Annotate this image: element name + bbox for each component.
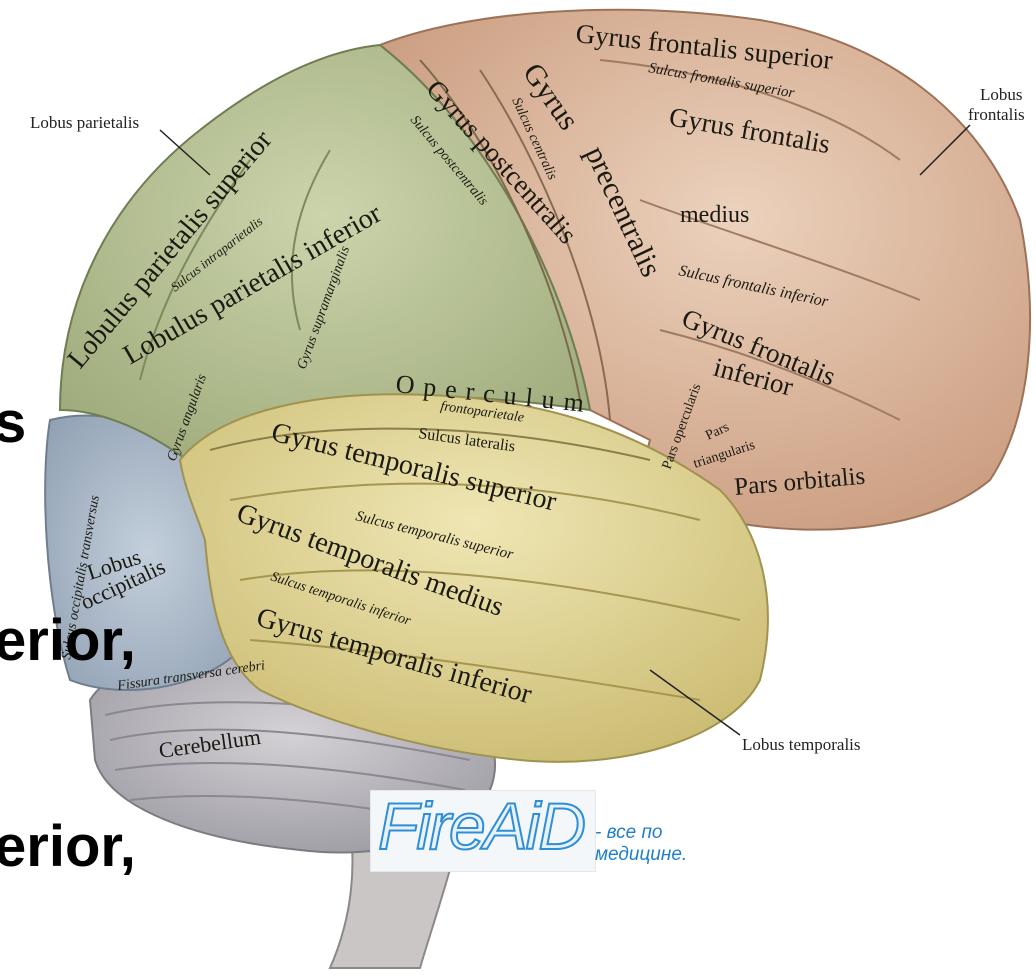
slide-text-fragment-3: erior, [0, 818, 136, 876]
label-lobus-frontalis-1: Lobus [980, 85, 1023, 104]
slide-text-fragment-1: s [0, 394, 26, 452]
label-lobus-temporalis: Lobus temporalis [742, 735, 861, 754]
watermark-logo: FireAiD [378, 788, 584, 864]
label-gyrus-frontalis-medius-2: medius [680, 202, 749, 228]
slide-text-fragment-2: erior, [0, 612, 136, 670]
label-lobus-frontalis-2: frontalis [968, 105, 1025, 124]
watermark-tagline-line-2: медицине. [595, 844, 687, 866]
watermark-tagline: - все по медицине. [595, 822, 687, 866]
label-lobus-parietalis: Lobus parietalis [30, 113, 139, 132]
watermark-tagline-line-1: - все по [595, 822, 687, 844]
